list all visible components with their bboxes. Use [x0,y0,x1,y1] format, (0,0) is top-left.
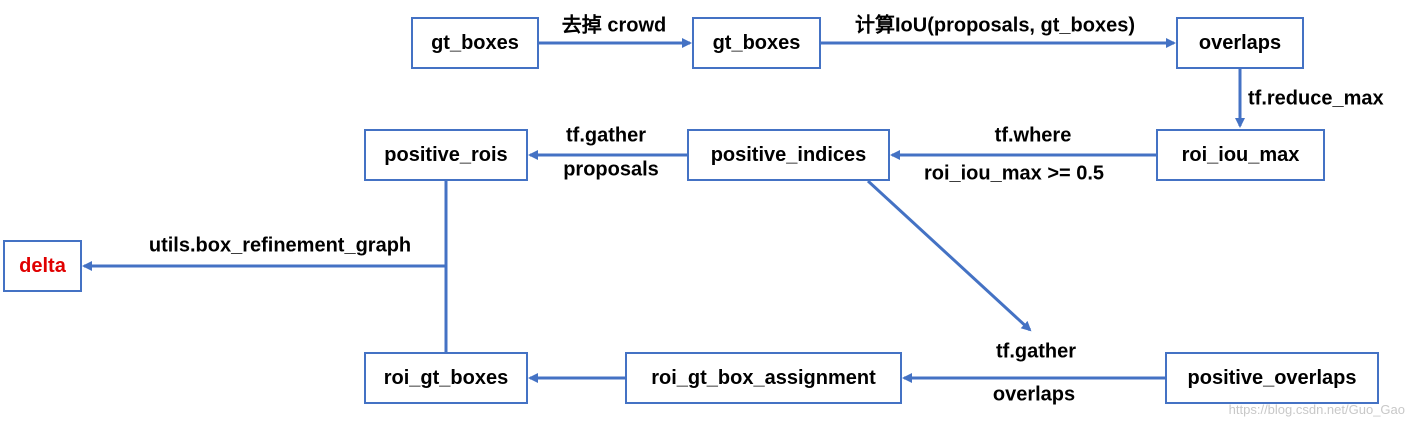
label-box-refinement: utils.box_refinement_graph [148,234,412,257]
label-gather-overlaps-op: tf.gather [996,340,1076,363]
watermark: https://blog.csdn.net/Guo_Gao [1228,402,1405,417]
node-gt-boxes-source: gt_boxes [411,17,539,69]
node-positive-overlaps: positive_overlaps [1165,352,1379,404]
label-gather-proposals-op: tf.gather [566,124,646,147]
node-delta: delta [3,240,82,292]
node-roi-gt-box-assignment: roi_gt_box_assignment [625,352,902,404]
label-where: tf.where [994,124,1072,147]
label-reduce-max: tf.reduce_max [1248,87,1384,110]
node-positive-rois: positive_rois [364,129,528,181]
edge-positive-indices-to-gather [866,179,1032,332]
node-gt-boxes-filtered: gt_boxes [692,17,821,69]
label-compute-iou: 计算IoU(proposals, gt_boxes) [854,14,1136,37]
node-overlaps: overlaps [1176,17,1304,69]
label-gather-overlaps-arg: overlaps [992,383,1076,406]
node-positive-indices: positive_indices [687,129,890,181]
label-gather-proposals-arg: proposals [563,158,659,181]
label-remove-crowd: 去掉 crowd [561,14,667,37]
node-roi-iou-max: roi_iou_max [1156,129,1325,181]
label-where-condition: roi_iou_max >= 0.5 [923,162,1105,185]
node-roi-gt-boxes: roi_gt_boxes [364,352,528,404]
